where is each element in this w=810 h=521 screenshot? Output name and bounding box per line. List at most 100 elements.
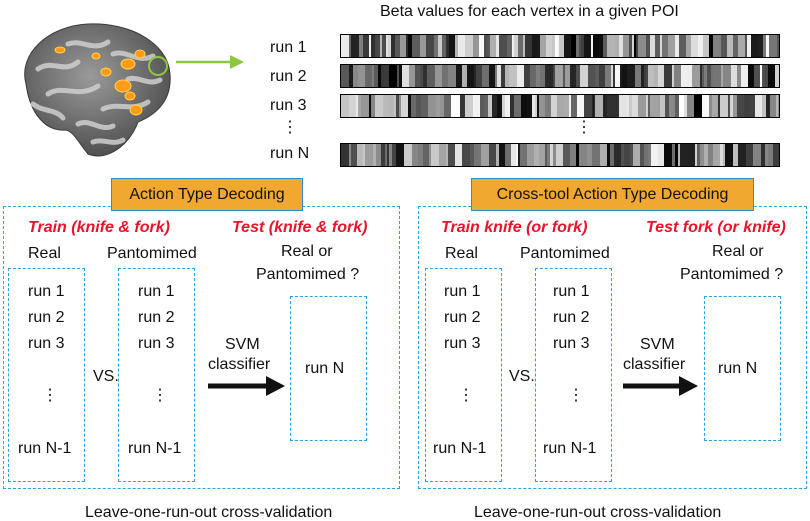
beta-stripe (694, 95, 702, 117)
beta-stripe (588, 65, 595, 87)
beta-stripe (518, 35, 523, 57)
beta-stripe (771, 65, 775, 87)
beta-stripe (775, 65, 779, 87)
beta-stripe (518, 144, 520, 166)
beta-stripe (484, 35, 487, 57)
beta-stripe (396, 144, 404, 166)
beta-stripe (765, 144, 768, 166)
test-header: Real or (281, 243, 333, 260)
beta-stripe (532, 35, 540, 57)
beta-stripe (440, 95, 444, 117)
beta-stripe (517, 65, 524, 87)
beta-stripe (651, 144, 658, 166)
beta-stripe (733, 144, 738, 166)
beta-stripe (385, 144, 387, 166)
beta-stripe (457, 95, 460, 117)
beta-stripe (648, 144, 651, 166)
run-item: run 2 (138, 309, 175, 326)
beta-stripe (698, 35, 703, 57)
beta-stripe (358, 95, 361, 117)
beta-stripe (395, 35, 400, 57)
beta-stripe (728, 95, 730, 117)
beta-stripe (768, 65, 771, 87)
beta-stripe (511, 144, 516, 166)
beta-stripe (638, 35, 646, 57)
beta-stripe (684, 95, 687, 117)
beta-stripe (713, 65, 721, 87)
beta-stripe (664, 65, 672, 87)
beta-stripe (607, 35, 615, 57)
test-run-item: run N (305, 360, 345, 377)
beta-stripe (614, 144, 621, 166)
beta-stripe (672, 144, 675, 166)
beta-stripe (361, 95, 369, 117)
footer-label: Leave-one-run-out cross-validation (85, 504, 333, 521)
ellipsis-icon: ⋮ (152, 387, 168, 404)
beta-stripe (747, 35, 751, 57)
beta-stripe (555, 35, 557, 57)
beta-stripe (707, 65, 711, 87)
beta-stripe (675, 35, 679, 57)
beta-stripe (737, 95, 744, 117)
beta-stripe (738, 35, 745, 57)
beta-stripe (776, 95, 778, 117)
beta-stripe (611, 65, 613, 87)
beta-stripe (755, 95, 762, 117)
beta-stripe (709, 95, 712, 117)
beta-stripe (592, 95, 595, 117)
run-item: run 1 (444, 283, 481, 300)
beta-bar (340, 143, 780, 167)
beta-stripe (396, 95, 399, 117)
beta-stripe (658, 144, 664, 166)
beta-stripe (524, 65, 530, 87)
beta-stripe (551, 95, 557, 117)
beta-stripe (704, 65, 707, 87)
beta-stripe (439, 144, 446, 166)
beta-stripe (579, 144, 587, 166)
beta-stripe (357, 144, 363, 166)
test-run-item: run N (718, 360, 758, 377)
beta-stripe (557, 35, 559, 57)
run-item: run 2 (553, 309, 590, 326)
beta-stripe (702, 95, 709, 117)
beta-stripe (534, 144, 539, 166)
beta-stripe (492, 95, 497, 117)
beta-stripe (563, 144, 570, 166)
svm-label: classifier (623, 356, 686, 373)
beta-stripe (369, 35, 371, 57)
run-item: run N-1 (128, 440, 182, 457)
run-item: run 3 (28, 335, 65, 352)
run-item: run N-1 (18, 440, 72, 457)
beta-stripe (600, 144, 607, 166)
beta-stripe (672, 65, 674, 87)
beta-stripe (547, 144, 550, 166)
beta-stripe (629, 95, 632, 117)
beta-stripe (553, 65, 555, 87)
beta-stripe (713, 144, 717, 166)
beta-stripe (489, 144, 496, 166)
beta-stripe (741, 65, 748, 87)
beta-stripe (392, 144, 396, 166)
beta-stripe (420, 65, 423, 87)
beta-stripe (565, 65, 570, 87)
run-item: run 1 (28, 283, 65, 300)
run-item: run 1 (138, 283, 175, 300)
beta-stripe (525, 35, 532, 57)
beta-stripe (404, 144, 412, 166)
beta-stripe (406, 35, 408, 57)
beta-stripe (738, 144, 746, 166)
run-label: run 1 (270, 39, 307, 56)
beta-stripe (444, 95, 451, 117)
beta-stripe (536, 65, 540, 87)
beta-stripe (535, 95, 537, 117)
beta-stripe (624, 144, 630, 166)
run-item: run 1 (553, 283, 590, 300)
beta-stripe (341, 35, 349, 57)
ellipsis-icon: ⋮ (458, 387, 474, 404)
beta-stripe (386, 35, 388, 57)
beta-stripe (730, 95, 733, 117)
vs-label: VS. (93, 368, 119, 385)
beta-stripe (378, 65, 381, 87)
run-item: run 3 (553, 335, 590, 352)
beta-stripe (539, 144, 545, 166)
